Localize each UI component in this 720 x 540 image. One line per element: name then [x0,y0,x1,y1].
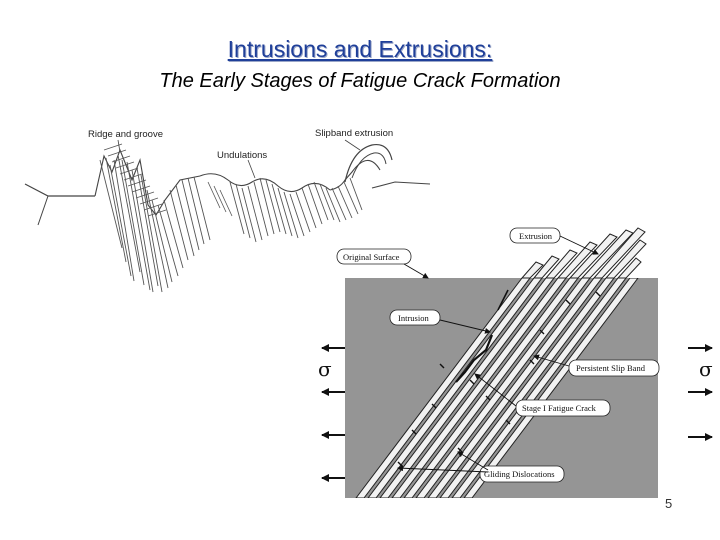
right-slipband-diagram: Extrusion Original Surface Intrusion Per… [336,227,660,498]
undulations-label: Undulations [217,150,267,161]
persistent-slip-band-label: Persistent Slip Band [576,363,646,373]
extrusion-label: Extrusion [519,231,553,241]
original-surface-label: Original Surface [343,252,400,262]
gliding-dislocations-label: Gliding Dislocations [484,469,555,479]
stress-arrows-left [321,344,345,482]
page-number: 5 [665,496,673,511]
intrusion-label: Intrusion [398,313,429,323]
ridge-groove-label: Ridge and groove [88,129,163,140]
left-surface-diagram: Ridge and groove Undulations Slipband ex… [24,128,431,293]
sigma-left: σ [318,357,332,381]
slipband-extrusion-label: Slipband extrusion [315,128,393,139]
stage1-crack-label: Stage I Fatigue Crack [522,403,597,413]
slide-title: Intrusions and Extrusions: [227,36,493,62]
stress-arrows-right [688,344,713,441]
sigma-right: σ [699,357,713,381]
slide-subtitle: The Early Stages of Fatigue Crack Format… [159,70,561,92]
